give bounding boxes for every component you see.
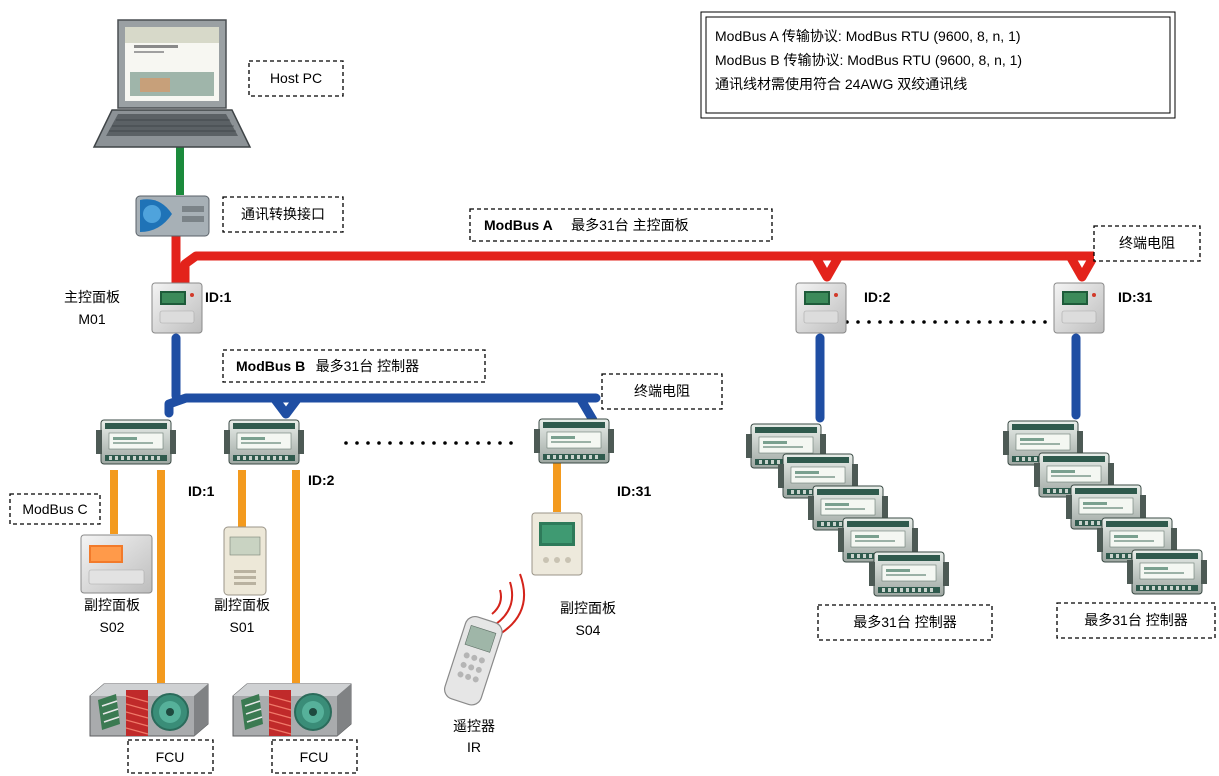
master-2-id: ID:2 — [864, 289, 891, 305]
master-panel-icon — [795, 282, 847, 334]
modbus-a-cable — [171, 230, 1201, 288]
controller-id-31: ID:31 — [617, 483, 651, 499]
sub-panel-s02-code: S02 — [100, 619, 125, 635]
protocol-line-3: 通讯线材需使用符合 24AWG 双绞通讯线 — [715, 76, 967, 92]
sub-panel-s04-code: S04 — [576, 622, 601, 638]
terminator-b-label: 终端电阻 — [601, 373, 723, 410]
modbus-c-cable — [110, 458, 561, 683]
sub-panel-s02-name: 副控面板 — [84, 597, 140, 613]
svg-text:ModBus C: ModBus C — [22, 501, 87, 517]
master-panel-icon — [151, 282, 203, 334]
controller-icon — [533, 418, 615, 464]
svg-text:终端电阻: 终端电阻 — [1119, 235, 1175, 251]
modbus-c-label: ModBus C — [9, 493, 101, 525]
master-panel-name: 主控面板 — [64, 289, 120, 305]
modbus-b-cable — [164, 333, 1081, 425]
master-31-id: ID:31 — [1118, 289, 1152, 305]
modbus-b-label: ModBus B 最多31台 控制器 — [222, 349, 486, 383]
controller-stack-right — [1002, 420, 1208, 595]
protocol-info-box: ModBus A 传输协议: ModBus RTU (9600, 8, n, 1… — [700, 11, 1176, 119]
svg-text:FCU: FCU — [300, 749, 329, 765]
svg-text:FCU: FCU — [156, 749, 185, 765]
host-pc-label: Host PC — [248, 60, 344, 97]
svg-text:ModBus B 最多31台 控制器: ModBus B 最多31台 控制器 — [236, 358, 419, 375]
controller-icon — [223, 419, 305, 465]
remote-name: 遥控器 — [453, 718, 495, 734]
controller-icon — [95, 419, 177, 465]
laptop-icon — [92, 19, 252, 148]
master-panel-id: ID:1 — [205, 289, 232, 305]
max-controllers-left-label: 最多31台 控制器 — [817, 604, 993, 641]
protocol-line-2: ModBus B 传输协议: ModBus RTU (9600, 8, n, 1… — [715, 52, 1022, 68]
controller-id-2: ID:2 — [308, 472, 335, 488]
sub-panel-s02-icon — [80, 534, 153, 594]
fcu-label-1: FCU — [127, 739, 214, 774]
svg-text:终端电阻: 终端电阻 — [634, 383, 690, 399]
terminator-a-label: 终端电阻 — [1093, 225, 1201, 262]
svg-text:最多31台 控制器: 最多31台 控制器 — [853, 614, 956, 630]
controller-id-1: ID:1 — [188, 483, 215, 499]
fcu-unit-icon — [232, 683, 352, 737]
sub-panel-s01-code: S01 — [230, 619, 255, 635]
svg-text:Host PC: Host PC — [270, 70, 322, 86]
dots-masters — [845, 320, 1047, 324]
sub-panel-s04-name: 副控面板 — [560, 600, 616, 616]
remote-control-icon — [444, 573, 525, 706]
master-panel-icon — [1053, 282, 1105, 334]
sub-panel-s04-icon — [531, 512, 583, 576]
controller-stack-left — [745, 423, 950, 597]
remote-code: IR — [467, 739, 481, 755]
svg-text:ModBus A 最多31台 主控面板: ModBus A 最多31台 主控面板 — [484, 217, 689, 234]
sub-panel-s01-name: 副控面板 — [214, 597, 270, 613]
dots-controllers — [344, 441, 513, 445]
svg-text:通讯转换接口: 通讯转换接口 — [241, 206, 325, 222]
fcu-unit-icon — [89, 683, 209, 737]
modbus-a-label: ModBus A 最多31台 主控面板 — [469, 208, 773, 242]
converter-label: 通讯转换接口 — [222, 196, 344, 233]
fcu-label-2: FCU — [271, 739, 358, 774]
converter-icon — [135, 195, 210, 237]
master-panel-code: M01 — [78, 311, 105, 327]
max-controllers-right-label: 最多31台 控制器 — [1056, 602, 1216, 639]
svg-text:最多31台 控制器: 最多31台 控制器 — [1084, 612, 1187, 628]
sub-panel-s01-icon — [223, 526, 267, 596]
protocol-line-1: ModBus A 传输协议: ModBus RTU (9600, 8, n, 1… — [715, 28, 1021, 44]
